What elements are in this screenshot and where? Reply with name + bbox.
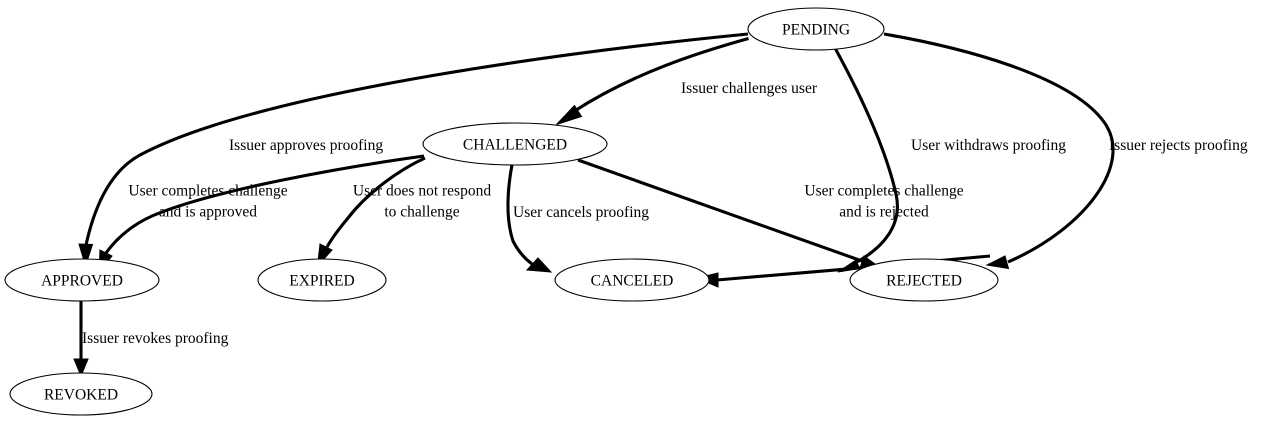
arrowhead-challenged-to-canceled (525, 257, 553, 273)
edge-label-line: and is approved (159, 203, 257, 220)
node-rejected[interactable]: REJECTED (849, 258, 999, 302)
edge-label-challenged-to-canceled: User cancels proofing (513, 204, 649, 221)
arrowhead-pending-to-approved (78, 243, 94, 268)
node-shape-revoked[interactable] (9, 372, 153, 416)
edge-challenged-to-approved (98, 154, 425, 274)
node-label-canceled: CANCELED (591, 273, 674, 290)
edge-label-pending-to-challenged: Issuer challenges user (681, 80, 818, 97)
edge-path-rejected-side-to-canceled (716, 254, 991, 282)
edge-path-pending-to-rejected (883, 32, 1115, 264)
edge-approved-to-revoked (73, 301, 89, 378)
node-shape-expired[interactable] (257, 258, 387, 302)
edge-label-line: Issuer revokes proofing (82, 330, 229, 347)
edge-label-line: User does not respond (353, 182, 491, 199)
edge-label-line: to challenge (384, 203, 459, 220)
edge-pending-to-approved (78, 32, 749, 268)
edge-label-line: Issuer challenges user (681, 80, 818, 97)
edge-path-pending-to-canceled (833, 47, 899, 265)
node-label-challenged: CHALLENGED (463, 137, 567, 154)
arrowhead-approved-to-revoked (73, 358, 89, 378)
edge-label-approved-to-revoked: Issuer revokes proofing (82, 330, 229, 347)
edge-path-challenged-to-rejected (577, 158, 863, 263)
node-label-expired: EXPIRED (289, 273, 354, 290)
node-label-approved: APPROVED (41, 273, 123, 290)
edge-label-challenged-to-rejected: User completes challenge and is rejected (804, 182, 963, 220)
arrowhead-pending-to-rejected (985, 255, 1010, 270)
edge-label-line: User completes challenge (804, 182, 963, 199)
edge-label-line: User withdraws proofing (911, 137, 1066, 154)
edge-label-line: User cancels proofing (513, 204, 649, 221)
edge-pending-to-canceled (833, 47, 899, 273)
edge-pending-to-rejected (883, 32, 1115, 270)
edge-label-challenged-to-expired: User does not respond to challenge (353, 182, 491, 220)
edge-path-challenged-to-expired (325, 156, 426, 248)
node-shape-rejected[interactable] (849, 258, 999, 302)
edge-label-line: User completes challenge (128, 182, 287, 199)
node-approved[interactable]: APPROVED (4, 258, 160, 302)
edge-label-challenged-to-approved: User completes challenge and is approved (128, 182, 287, 220)
edge-label-line: Issuer rejects proofing (1109, 137, 1248, 154)
edge-path-pending-to-challenged (572, 37, 749, 114)
edge-label-line: and is rejected (839, 203, 929, 220)
node-label-revoked: REVOKED (44, 387, 118, 404)
node-shape-approved[interactable] (4, 258, 160, 302)
edge-label-pending-to-rejected: Issuer rejects proofing (1109, 137, 1248, 154)
node-shape-pending[interactable] (747, 7, 885, 51)
node-shape-canceled[interactable] (554, 258, 710, 302)
node-expired[interactable]: EXPIRED (257, 258, 387, 302)
node-pending[interactable]: PENDING (747, 7, 885, 51)
edge-label-pending-to-approved: Issuer approves proofing (229, 137, 383, 154)
edge-path-challenged-to-approved (104, 154, 425, 254)
node-canceled[interactable]: CANCELED (554, 258, 710, 302)
edge-path-challenged-to-canceled (506, 164, 533, 266)
edge-label-line: Issuer approves proofing (229, 137, 383, 154)
nodes-layer: PENDING CHALLENGED APPROVED EXPIRED CANCELED… (4, 7, 999, 416)
arrowhead-pending-to-challenged (556, 104, 583, 125)
node-challenged[interactable]: CHALLENGED (422, 122, 608, 166)
edge-label-pending-to-canceled: User withdraws proofing (911, 137, 1066, 154)
node-revoked[interactable]: REVOKED (9, 372, 153, 416)
node-label-pending: PENDING (782, 22, 850, 39)
node-label-rejected: REJECTED (886, 273, 962, 290)
node-shape-challenged[interactable] (422, 122, 608, 166)
edge-pending-to-challenged (556, 37, 749, 125)
edge-challenged-to-canceled (506, 164, 553, 273)
edge-path-pending-to-approved (84, 32, 749, 246)
